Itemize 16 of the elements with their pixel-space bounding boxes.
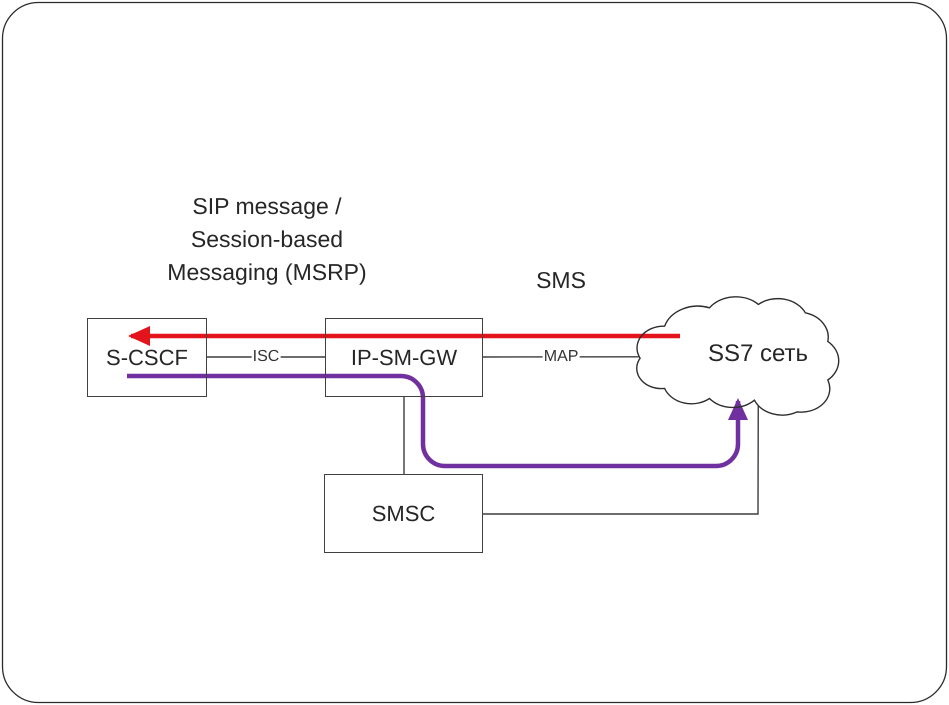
connector-line bbox=[483, 405, 759, 515]
arrow bbox=[325, 374, 748, 468]
annotation-text: SIP message / Session-based Messaging (MSRP) bbox=[166, 192, 368, 287]
node-label: SMSC bbox=[372, 500, 436, 526]
process-box bbox=[325, 318, 483, 397]
connector-line bbox=[127, 374, 325, 378]
annotation-text: SMS bbox=[535, 266, 587, 295]
process-box bbox=[87, 318, 207, 397]
node-label: S-CSCF bbox=[106, 344, 188, 370]
arrow bbox=[128, 326, 483, 346]
connector-line bbox=[483, 334, 680, 338]
network-cloud bbox=[634, 296, 840, 416]
node-label: SS7 сеть bbox=[708, 341, 808, 367]
connector-line bbox=[403, 397, 405, 474]
node-label: IP-SM-GW bbox=[350, 344, 458, 370]
process-box bbox=[324, 474, 483, 553]
